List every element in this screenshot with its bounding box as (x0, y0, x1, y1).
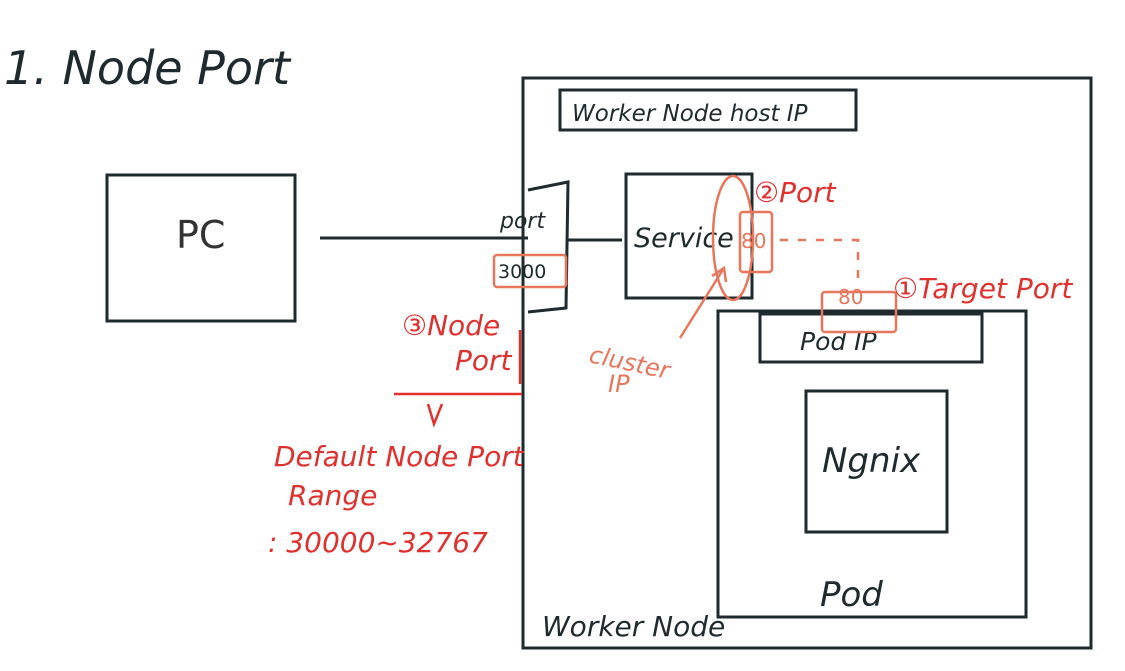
pc-box (105, 173, 297, 323)
worker-node-host-ip-box (558, 88, 858, 132)
node-port-annotation-line2: Port (455, 344, 513, 377)
default-range-line1: Default Node Port (274, 440, 525, 473)
service-port-number: 80 (741, 229, 766, 253)
cluster-ip-arrow (678, 265, 728, 339)
diagram-title: 1. Node Port (4, 41, 292, 95)
target-port-highlight (820, 290, 898, 334)
worker-node-label: Worker Node (542, 610, 725, 643)
cluster-ip-ellipse (711, 174, 755, 302)
worker-node-box (521, 76, 1093, 650)
worker-node-host-ip-label: Worker Node host IP (572, 101, 808, 127)
nginx-box (804, 389, 949, 534)
target-port-number: 80 (838, 285, 863, 309)
pc-label: PC (176, 213, 225, 257)
cluster-ip-label-line2: IP (608, 370, 630, 398)
node-port-annotation-line1: ③Node (402, 309, 500, 342)
default-range-line2: Range (288, 479, 377, 512)
node-port-box (527, 180, 570, 314)
pod-box (716, 309, 1028, 619)
cluster-ip-label-line1: cluster (587, 340, 675, 385)
port-box-label: port (499, 209, 546, 234)
default-range-line3: : 30000~32767 (268, 526, 488, 559)
port-number: 3000 (498, 261, 546, 283)
target-port-annotation: ①Target Port (893, 272, 1073, 305)
pod-ip-box (758, 312, 984, 364)
port-annotation: ②Port (754, 176, 837, 209)
range-down-arrow (426, 403, 444, 428)
service-port-highlight (738, 210, 774, 274)
node-port-highlight (492, 253, 568, 289)
service-to-target-dotted-line (780, 238, 860, 282)
nginx-label: Ngnix (822, 441, 921, 481)
service-label: Service (634, 223, 734, 254)
pod-label: Pod (820, 575, 883, 615)
